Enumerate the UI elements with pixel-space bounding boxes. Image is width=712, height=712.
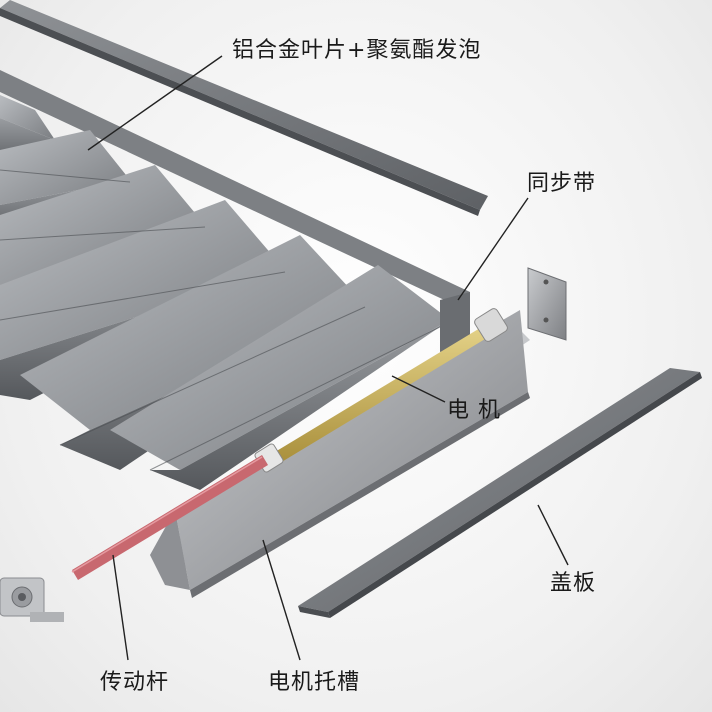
motor-trough <box>150 310 530 598</box>
bottom-cover-plate <box>298 368 702 618</box>
leader-motor <box>391 375 446 403</box>
label-transmission-rod: 传动杆 <box>100 670 170 695</box>
leader-rod <box>112 554 129 661</box>
label-timing-belt: 同步带 <box>527 171 597 196</box>
label-motor: 电 机 <box>447 398 501 423</box>
leader-belt <box>457 197 529 301</box>
label-motor-trough: 电机托槽 <box>268 670 361 695</box>
transmission-rod <box>71 455 268 580</box>
louver-blades <box>0 70 470 490</box>
leader-blade <box>87 55 223 151</box>
motor-shaft <box>254 308 508 473</box>
blade-6 <box>110 265 450 490</box>
leader-cover <box>537 504 569 566</box>
side-bracket-hardware <box>0 577 64 622</box>
leader-lines <box>87 55 569 661</box>
top-cover-strip <box>0 0 488 216</box>
label-aluminum-blade: 铝合金叶片+聚氨酯发泡 <box>232 38 482 63</box>
label-cover-plate: 盖板 <box>550 571 597 596</box>
leader-trough <box>262 539 301 661</box>
end-bracket-plate <box>527 267 567 341</box>
